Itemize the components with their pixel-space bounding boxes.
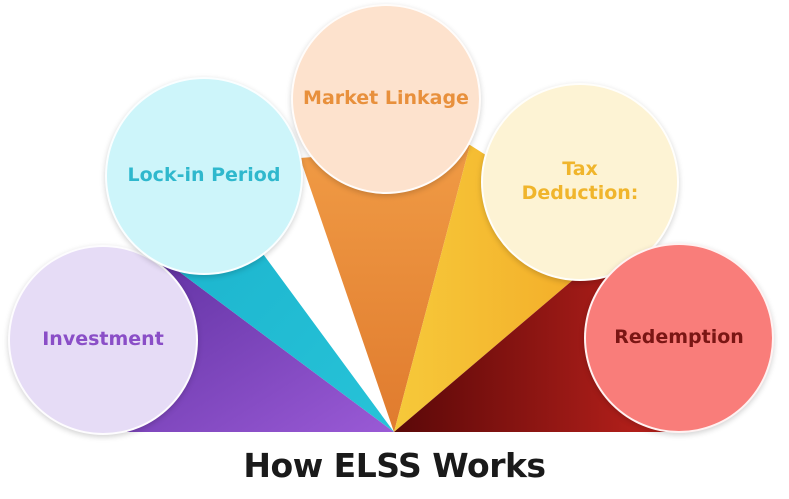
stage-market-linkage: Market Linkage [291, 4, 481, 194]
wedge-market [300, 145, 470, 432]
stage-redemption: Redemption [584, 243, 774, 433]
stage-investment-label: Investment [42, 328, 164, 351]
stage-market-linkage-label: Market Linkage [303, 87, 469, 110]
stage-lock-in-period-label: Lock-in Period [127, 164, 281, 187]
stage-lock-in-period: Lock-in Period [105, 77, 303, 275]
diagram-title: How ELSS Works [243, 446, 546, 485]
stage-tax-deduction-label: Tax Deduction: [521, 158, 639, 204]
stage-redemption-label: Redemption [614, 326, 744, 349]
stage-investment: Investment [8, 245, 198, 435]
